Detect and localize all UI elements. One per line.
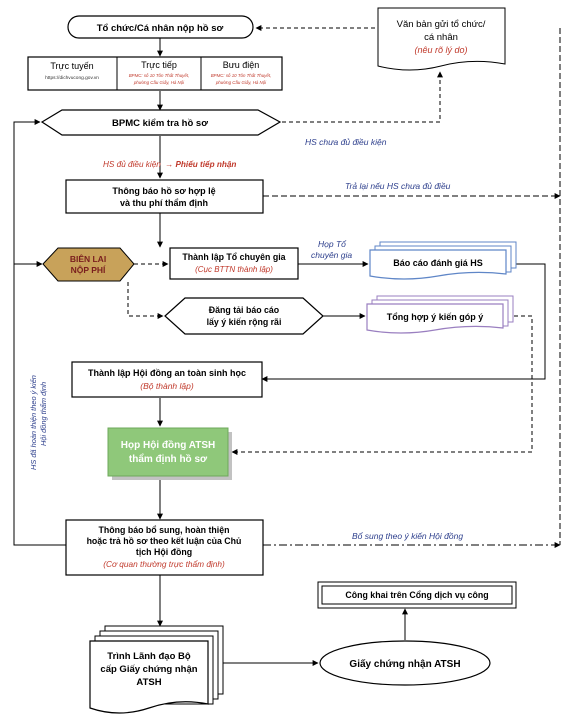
leader-line1: Trình Lãnh đạo Bộ — [107, 651, 191, 662]
submitter-label: Tổ chức/Cá nhân nộp hồ sơ — [97, 23, 224, 34]
label-not-qualified: HS chưa đủ điều kiện — [305, 137, 387, 147]
online-title: Trực tuyến — [50, 61, 93, 71]
node-report: Báo cáo đánh giá HS — [369, 241, 517, 280]
label-qualified: HS đủ điều kiện — [103, 160, 161, 169]
letter-line1: Văn bản gửi tổ chức/ — [397, 19, 486, 30]
label-group-meeting-2: chuyên gia — [311, 250, 352, 260]
node-publish: Đăng tải báo cáo lấy ý kiến rộng rãi — [164, 297, 324, 335]
supplement-note: (Cơ quan thường trực thẩm định) — [103, 559, 225, 569]
supplement-line3: tịch Hội đồng — [136, 547, 192, 557]
node-meeting: Họp Hội đồng ATSH thẩm định hồ sơ — [107, 427, 232, 480]
node-certificate: Giấy chứng nhận ATSH — [319, 640, 491, 686]
letter-line2: cá nhân — [424, 32, 458, 43]
leader-line2: cấp Giấy chứng nhận — [100, 664, 197, 675]
report-label: Báo cáo đánh giá HS — [393, 258, 483, 268]
node-council: Thành lập Hội đồng an toàn sinh học (Bộ … — [71, 361, 263, 398]
post-title: Bưu điện — [223, 60, 260, 70]
edges — [13, 25, 561, 666]
node-leader: Trình Lãnh đạo Bộ cấp Giấy chứng nhận AT… — [89, 625, 224, 714]
post-sub1: BPMC: số 10 Tôn Thất Thuyết, — [211, 73, 272, 78]
edge-check-letter — [282, 71, 443, 123]
post-sub2: phường Cầu Giấy, Hà Nội — [215, 80, 267, 85]
node-supplement: Thông báo bổ sung, hoàn thiện hoặc trả h… — [65, 519, 264, 576]
letter-note: (nêu rõ lý do) — [414, 45, 467, 55]
council-note: (Bộ thành lập) — [140, 381, 194, 391]
node-submitter: Tổ chức/Cá nhân nộp hồ sơ — [67, 15, 254, 39]
direct-title: Trực tiếp — [141, 60, 177, 70]
direct-sub1: BPMC: số 10 Tôn Thất Thuyết, — [129, 73, 190, 78]
expert-title: Thành lập Tổ chuyên gia — [182, 252, 285, 262]
label-side-1: HS đã hoàn thiện theo ý kiến — [29, 375, 38, 470]
edge-summary-meeting — [231, 315, 533, 455]
node-channels: Trực tuyến https://dichvucong.gov.vn Trự… — [27, 56, 283, 91]
label-side-2: Hội đồng thẩm định — [39, 382, 48, 446]
expert-note: (Cục BTTN thành lập) — [195, 265, 273, 274]
node-letter: Văn bản gửi tổ chức/ cá nhân (nêu rõ lý … — [377, 7, 506, 71]
fee-line1: BIÊN LAI — [70, 253, 106, 264]
check-label: BPMC kiểm tra hồ sơ — [112, 118, 208, 129]
direct-sub2: phường Cầu Giấy, Hà Nội — [133, 80, 185, 85]
online-sub: https://dichvucong.gov.vn — [45, 75, 99, 81]
publish-line1: Đăng tải báo cáo — [209, 305, 280, 315]
supplement-line2: hoặc trả hồ sơ theo kết luận của Chủ — [87, 536, 242, 546]
supplement-line1: Thông báo bổ sung, hoàn thiện — [99, 525, 230, 535]
edge-loop-left — [13, 119, 66, 546]
council-title: Thành lập Hội đồng an toàn sinh học — [88, 368, 246, 378]
node-summary: Tổng hợp ý kiến góp ý — [366, 295, 514, 334]
notify-line1: Thông báo hồ sơ hợp lệ — [112, 186, 215, 196]
publish-line2: lấy ý kiến rộng rãi — [207, 317, 282, 327]
label-receipt: → Phiếu tiếp nhận — [165, 160, 236, 169]
summary-label: Tổng hợp ý kiến góp ý — [387, 312, 483, 322]
certificate-label: Giấy chứng nhận ATSH — [349, 658, 460, 670]
label-group-meeting-1: Họp Tổ — [318, 239, 347, 249]
node-fee: BIÊN LAI NỘP PHÍ — [42, 247, 135, 282]
node-notify: Thông báo hồ sơ hợp lệ và thu phí thẩm đ… — [65, 179, 264, 214]
meeting-line2: thẩm định hồ sơ — [129, 453, 208, 465]
notify-line2: và thu phí thẩm định — [120, 198, 208, 208]
node-check: BPMC kiểm tra hồ sơ — [40, 109, 282, 136]
leader-line3: ATSH — [136, 677, 161, 688]
publicize-label: Công khai trên Cổng dịch vụ công — [345, 590, 488, 600]
label-supplement-council: Bổ sung theo ý kiến Hội đồng — [352, 531, 463, 541]
node-publicize: Công khai trên Cổng dịch vụ công — [317, 581, 517, 609]
label-return: Trả lại nếu HS chưa đủ điều — [345, 181, 451, 191]
meeting-line1: Họp Hội đồng ATSH — [121, 439, 215, 451]
node-expert-group: Thành lập Tổ chuyên gia (Cục BTTN thành … — [169, 247, 299, 280]
edge-report-council — [261, 263, 546, 382]
fee-line2: NỘP PHÍ — [71, 264, 106, 275]
edge-fee-publish — [127, 282, 164, 319]
